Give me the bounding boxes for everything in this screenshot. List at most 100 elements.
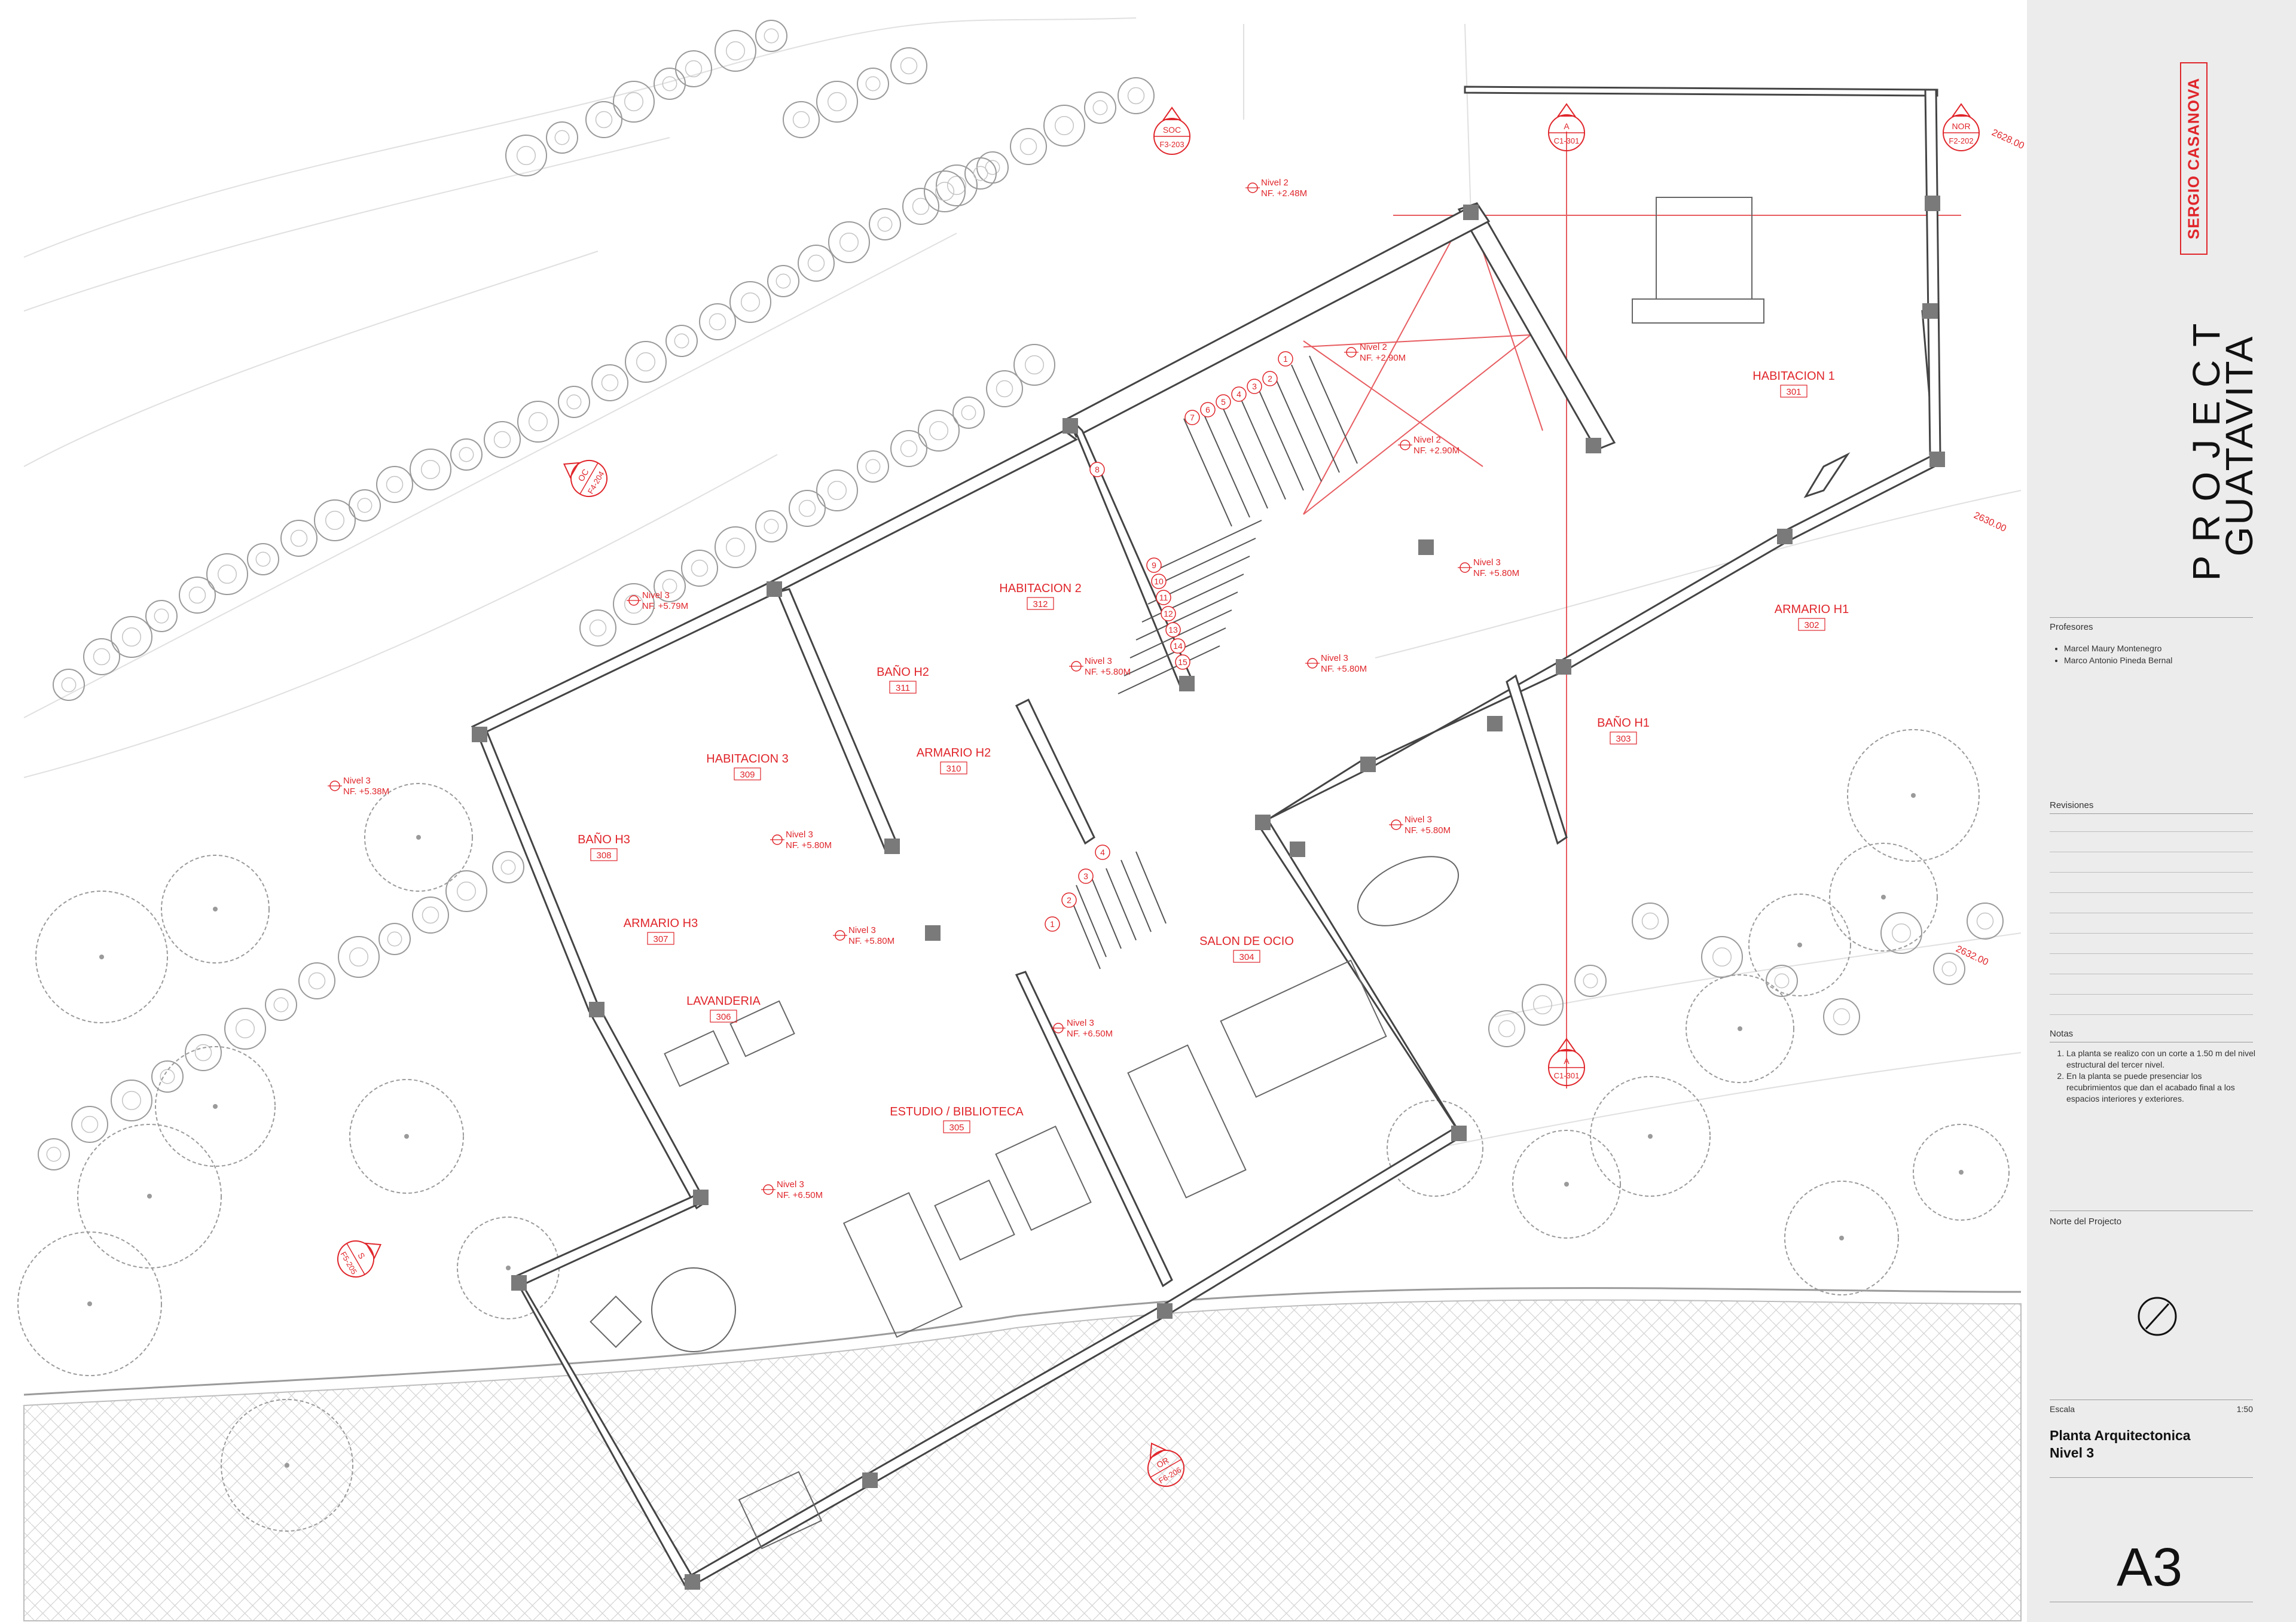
tree-symbol	[1013, 344, 1055, 386]
contour-label: 2628.00	[1990, 127, 2026, 151]
stair-step-marker	[1156, 590, 1171, 605]
tree-symbol	[247, 543, 279, 575]
tree-canopy	[255, 551, 271, 567]
tree-canopy	[685, 60, 703, 78]
revision-row	[2050, 892, 2253, 893]
tree-symbol	[38, 1138, 70, 1170]
tree-symbol	[798, 245, 835, 282]
column	[767, 581, 782, 597]
column	[925, 925, 941, 941]
tree-canopy	[807, 254, 825, 272]
level-name: Nivel 3	[343, 776, 371, 786]
tree-canopy	[500, 859, 516, 875]
level-name: Nivel 3	[848, 925, 876, 935]
stair-step-marker	[1161, 606, 1176, 621]
tree-symbol	[1084, 92, 1116, 124]
tree-canopy	[935, 181, 955, 202]
level-name: Nivel 2	[1413, 435, 1441, 445]
tree-symbol	[224, 1008, 266, 1050]
level-value: NF. +6.50M	[777, 1190, 823, 1200]
note-item: En la planta se puede presenciar los rec…	[2066, 1071, 2258, 1105]
room-number-box	[590, 848, 618, 861]
reference-lines	[1303, 132, 1961, 1089]
column	[511, 1275, 527, 1291]
section-marker-label: A	[1564, 1056, 1570, 1066]
room-number: 304	[1239, 952, 1254, 962]
tree-symbol-large	[77, 1124, 222, 1269]
tree-symbol	[857, 450, 889, 483]
tree-canopy	[61, 677, 77, 693]
tree-symbol	[665, 325, 698, 357]
tree-symbol	[976, 151, 1009, 184]
room-name: HABITACION 2	[999, 582, 1081, 595]
stair-step-number: 2	[1067, 895, 1071, 905]
stair-step-number: 1	[1283, 354, 1288, 364]
tree-symbol	[265, 989, 297, 1021]
tree-symbol	[338, 936, 380, 978]
tree-canopy	[1127, 87, 1145, 105]
tree-canopy	[1712, 947, 1732, 967]
stair-step-marker	[1151, 574, 1167, 589]
tree-symbol	[151, 1060, 184, 1093]
tree-canopy	[194, 1044, 212, 1062]
section-marker: SF5-205	[337, 1240, 382, 1278]
tree-symbol	[783, 101, 820, 138]
tree-symbol	[828, 221, 870, 263]
column	[1922, 303, 1938, 319]
tree-canopy	[662, 578, 677, 594]
section-marker-sheet: C1-301	[1554, 136, 1580, 145]
level-name: Nivel 3	[1473, 557, 1501, 568]
tree-symbol	[755, 510, 787, 542]
stair-step-marker	[1216, 394, 1231, 410]
room-name: HABITACION 1	[1752, 370, 1834, 383]
tree-canopy	[674, 333, 689, 349]
column	[1929, 452, 1945, 467]
tree-symbol-large	[1829, 843, 1938, 952]
tree-canopy	[325, 510, 345, 530]
room-number-box	[1027, 597, 1054, 610]
tree-canopy	[601, 374, 619, 392]
tree-canopy	[528, 411, 548, 432]
wall-segment	[1559, 530, 1790, 672]
tree-trunk	[1959, 1170, 1964, 1175]
drawing-title-line1: Planta Arquitectonica	[2050, 1428, 2191, 1443]
tree-canopy	[160, 1069, 175, 1084]
column	[1925, 196, 1940, 211]
room-number: 306	[716, 1012, 731, 1022]
tree-symbol	[789, 490, 826, 527]
tree-symbol	[1118, 77, 1155, 114]
stair-step-number: 8	[1095, 465, 1100, 474]
stair-step-marker	[1278, 351, 1293, 367]
room-number: 310	[946, 764, 961, 774]
column	[1487, 716, 1503, 731]
tree-canopy	[81, 1115, 99, 1133]
tree-canopy	[290, 529, 308, 547]
stair-step-number: 7	[1190, 413, 1195, 422]
tree-symbol-large	[1913, 1124, 2010, 1221]
section-marker: AC1-301	[1548, 103, 1585, 151]
tree-canopy	[456, 881, 477, 901]
tree-trunk	[147, 1194, 152, 1199]
site-terrain	[23, 17, 2022, 1149]
tree-canopy	[947, 175, 967, 196]
section-marker-sheet: F5-205	[339, 1250, 359, 1276]
tree-symbol	[558, 386, 590, 418]
drawing-title-line2: Nivel 3	[2050, 1445, 2095, 1461]
tree-symbol-large	[349, 1079, 464, 1194]
note-item: La planta se realizo con un corte a 1.50…	[2066, 1048, 2258, 1071]
wall-segment	[1780, 453, 1942, 542]
tree-symbol	[1632, 903, 1669, 940]
tree-symbol	[412, 897, 449, 934]
contour-label: 2632.00	[1954, 944, 1990, 968]
room-name: BAÑO H1	[1597, 715, 1650, 730]
level-value: NF. +5.38M	[343, 786, 389, 797]
tree-canopy	[554, 130, 570, 145]
wall-segment	[1015, 698, 1095, 845]
stair-step-number: 9	[1152, 560, 1156, 570]
tree-canopy	[636, 352, 656, 372]
tree-symbol	[410, 449, 451, 490]
tree-canopy	[827, 92, 847, 112]
